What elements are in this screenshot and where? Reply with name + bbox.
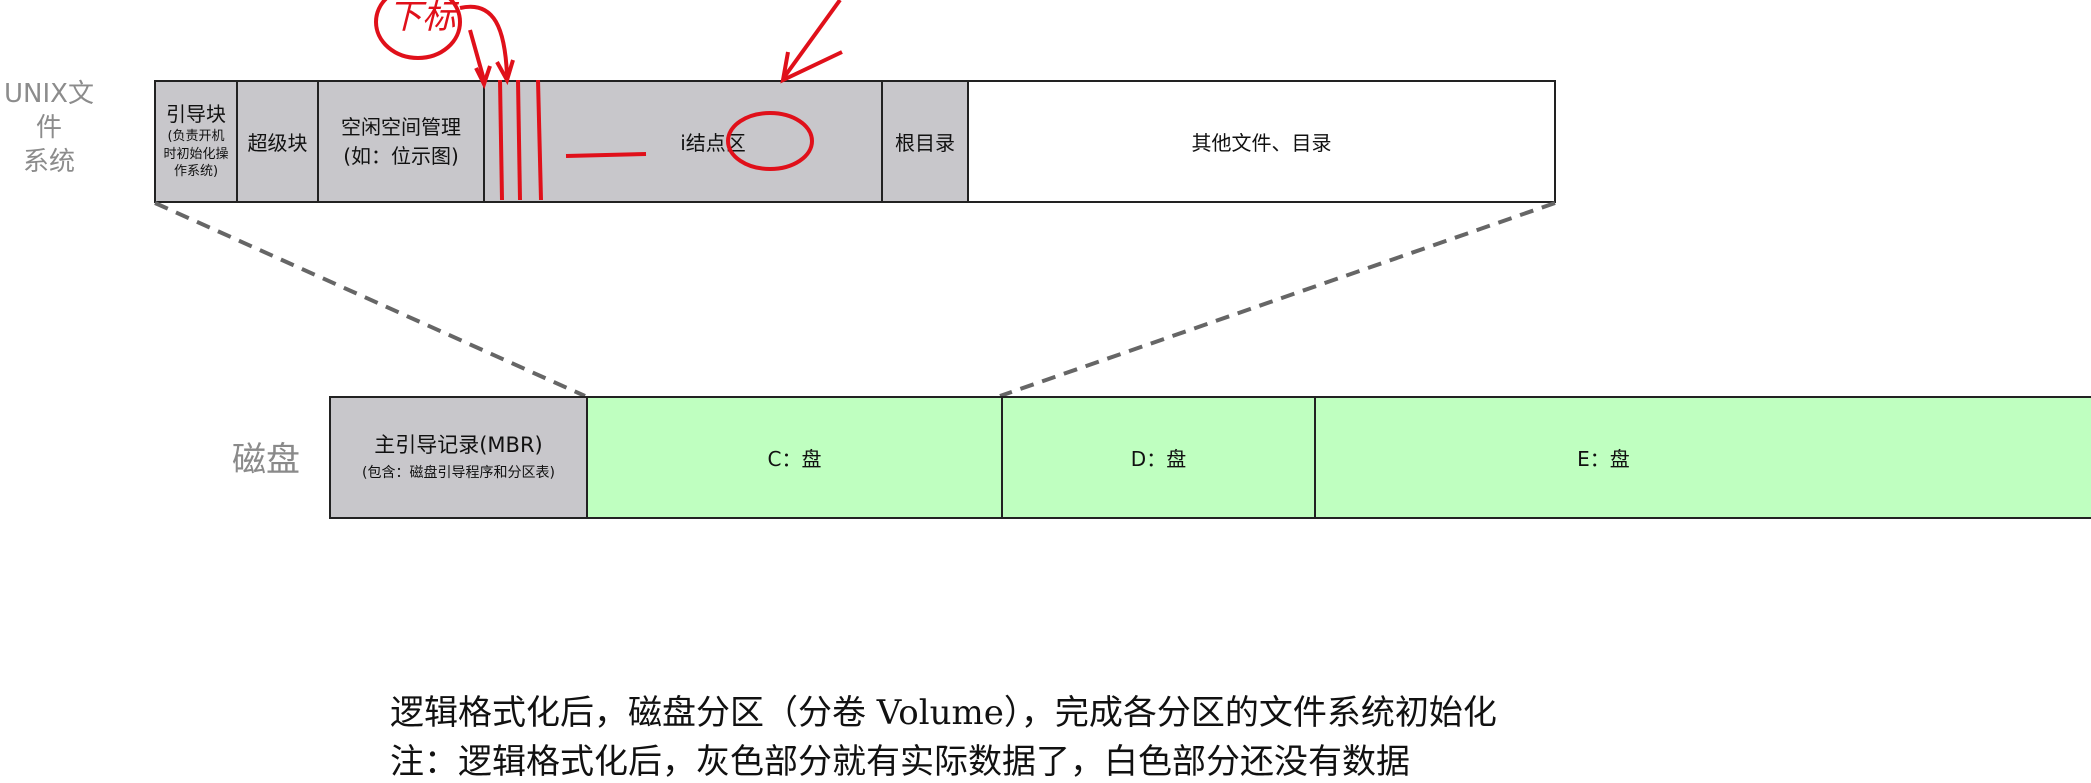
note-line-1: 逻辑格式化后，磁盘分区（分卷 Volume），完成各分区的文件系统初始化 [390,693,1497,733]
mbr-title: 主引导记录(MBR) [374,433,543,457]
unix-fs-bar: 引导块 (负责开机 时初始化操 作系统) 超级块 空闲空间管理 (如：位示图) … [154,80,1556,203]
annotation-arrow-root [783,0,842,78]
boot-block-desc-1: (负责开机 [167,129,225,145]
annotation-arrow-head-1 [495,59,515,86]
mbr: 主引导记录(MBR) (包含：磁盘引导程序和分区表) [331,398,588,517]
free-space-management: 空闲空间管理 (如：位示图) [319,82,485,201]
unix-fs-label-line2: 系统 [22,146,75,177]
boot-block-desc-2: 时初始化操 [163,146,229,162]
root-directory: 根目录 [883,82,969,201]
unix-fs-label: UNIX文件 系统 [0,78,98,179]
boot-block-desc-3: 作系统) [173,164,219,180]
annotation-circle-label [374,0,462,60]
inode-area: i结点区 [485,82,883,201]
super-block: 超级块 [238,82,319,201]
note-line-2: 注：逻辑格式化后，灰色部分就有实际数据了，白色部分还没有数据 [390,742,1410,782]
partition-c: C：盘 [588,398,1003,517]
annotation-arrow-curve [459,4,509,76]
root-directory-label: 根目录 [895,131,955,155]
super-block-label: 超级块 [247,131,308,155]
partition-e-label: E：盘 [1577,447,1630,471]
connector-left [154,201,586,398]
annotation-arrow-root-head [780,50,843,84]
annotation-arrow-left [468,29,486,81]
disk-bar: 主引导记录(MBR) (包含：磁盘引导程序和分区表) C：盘 D：盘 E：盘 [329,396,2091,519]
partition-d: D：盘 [1003,398,1316,517]
disk-label: 磁盘 [232,440,300,480]
free-space-line1: 空闲空间管理 [341,114,461,139]
other-files-dirs-label: 其他文件、目录 [1191,131,1332,155]
boot-block-title: 引导块 [166,102,226,127]
annotation-label: 下标 [388,0,460,37]
free-space-line2: (如：位示图) [343,143,459,168]
unix-fs-label-line1: UNIX文件 [4,79,94,143]
connector-right [999,201,1556,398]
mbr-desc: (包含：磁盘引导程序和分区表) [362,465,555,482]
partition-e: E：盘 [1316,398,2091,517]
partition-c-label: C：盘 [767,447,822,471]
inode-area-label: i结点区 [680,131,746,155]
partition-d-label: D：盘 [1130,447,1187,471]
boot-block: 引导块 (负责开机 时初始化操 作系统) [156,82,238,201]
other-files-dirs: 其他文件、目录 [969,82,1554,201]
